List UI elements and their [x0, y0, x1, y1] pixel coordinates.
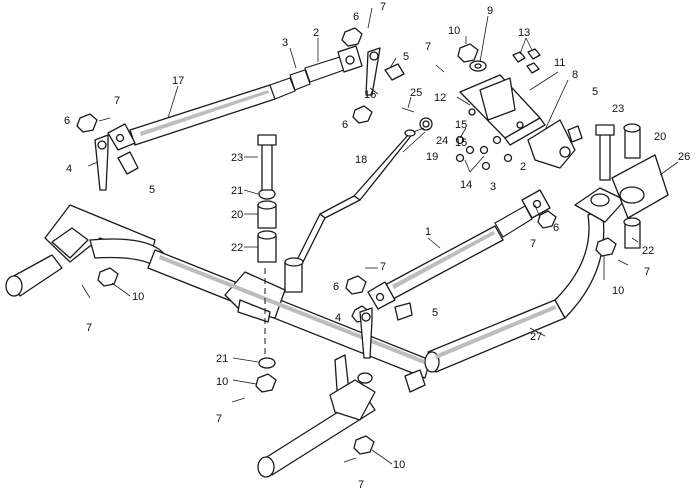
- bracket-assembly: [459, 74, 576, 169]
- callout-7: 7: [380, 1, 386, 13]
- callout-4: 4: [66, 163, 72, 175]
- callout-2: 2: [520, 161, 526, 173]
- leader-lines: [87, 15, 679, 465]
- callout-2: 2: [313, 27, 319, 39]
- callout-21: 21: [231, 185, 243, 197]
- callout-14: 14: [460, 179, 472, 191]
- callout-22: 22: [642, 245, 654, 257]
- callout-3: 3: [490, 181, 496, 193]
- callout-labels: 7 6 2 3 5 10 9 13 7 17 11 8 16 7 12 5 25…: [64, 1, 690, 491]
- callout-23: 23: [612, 103, 624, 115]
- shift-rod-18: [293, 129, 416, 269]
- callout-8: 8: [572, 69, 578, 81]
- main-frame: [5, 187, 626, 478]
- callout-5: 5: [149, 184, 155, 196]
- callout-17: 17: [172, 75, 184, 87]
- callout-23: 23: [231, 152, 243, 164]
- callout-6: 6: [64, 115, 70, 127]
- callout-26: 26: [678, 151, 690, 163]
- callout-27: 27: [530, 331, 542, 343]
- tie-rod-1: [367, 189, 551, 310]
- callout-10: 10: [216, 376, 228, 388]
- callout-25: 25: [410, 87, 422, 99]
- callout-10: 10: [393, 459, 405, 471]
- callout-13: 13: [518, 27, 530, 39]
- callout-7: 7: [86, 322, 92, 334]
- callout-24: 24: [436, 135, 448, 147]
- callout-10: 10: [448, 25, 460, 37]
- callout-7: 7: [530, 238, 536, 250]
- callout-6: 6: [333, 281, 339, 293]
- callout-15: 15: [455, 137, 467, 149]
- callout-4: 4: [335, 312, 341, 324]
- callout-20: 20: [231, 209, 243, 221]
- callout-12: 12: [434, 92, 446, 104]
- callout-5: 5: [592, 86, 598, 98]
- callout-21: 21: [216, 353, 228, 365]
- callout-10: 10: [612, 285, 624, 297]
- callout-15: 15: [455, 119, 467, 131]
- callout-1: 1: [425, 226, 431, 238]
- callout-10: 10: [132, 291, 144, 303]
- callout-16: 16: [364, 89, 376, 101]
- callout-7: 7: [380, 261, 386, 273]
- callout-6: 6: [353, 11, 359, 23]
- callout-7: 7: [644, 266, 650, 278]
- callout-11: 11: [554, 57, 565, 69]
- callout-5: 5: [432, 307, 438, 319]
- callout-6: 6: [342, 119, 348, 131]
- callout-9: 9: [487, 5, 493, 17]
- callout-7: 7: [425, 41, 431, 53]
- callout-7: 7: [358, 479, 364, 491]
- callout-3: 3: [282, 37, 288, 49]
- callout-20: 20: [654, 131, 666, 143]
- callout-7: 7: [216, 413, 222, 425]
- callout-22: 22: [231, 242, 243, 254]
- hardware-parts: [76, 7, 669, 463]
- callout-7: 7: [114, 95, 120, 107]
- tie-rod-17: [107, 45, 363, 151]
- callout-5: 5: [403, 51, 409, 63]
- callout-19: 19: [426, 151, 438, 163]
- callout-6: 6: [553, 222, 559, 234]
- callout-18: 18: [355, 154, 367, 166]
